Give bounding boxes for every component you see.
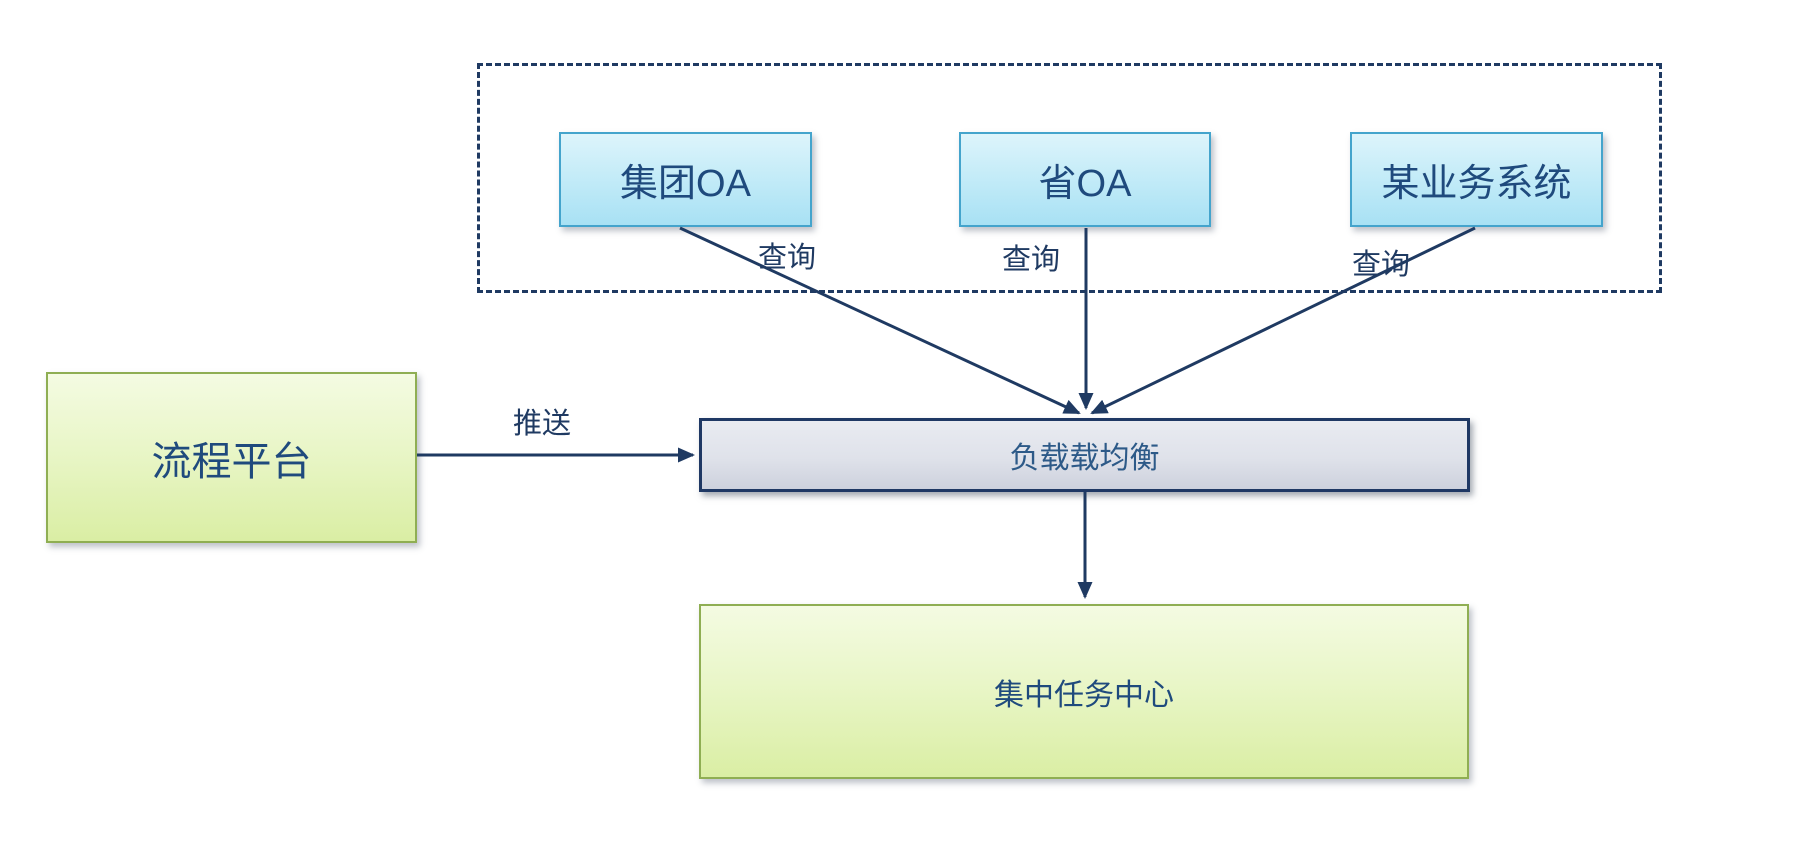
edge-label-query-group-oa: 查询 bbox=[757, 242, 817, 274]
node-group-oa-label: 集团OA bbox=[620, 163, 751, 205]
node-load-balancer-label: 负载载均衡 bbox=[1009, 442, 1160, 475]
node-task-center: 集中任务中心 bbox=[699, 604, 1469, 779]
node-group-oa: 集团OA bbox=[559, 132, 812, 227]
node-business-system-label: 某业务系统 bbox=[1381, 163, 1572, 205]
node-load-balancer: 负载载均衡 bbox=[699, 418, 1470, 492]
node-process-platform-label: 流程平台 bbox=[151, 439, 312, 484]
edge-label-query-province-oa: 查询 bbox=[1001, 244, 1061, 276]
node-task-center-label: 集中任务中心 bbox=[994, 678, 1174, 712]
node-process-platform: 流程平台 bbox=[46, 372, 417, 543]
node-province-oa-label: 省OA bbox=[1038, 163, 1132, 205]
node-business-system: 某业务系统 bbox=[1350, 132, 1603, 227]
edge-label-push: 推送 bbox=[512, 408, 572, 440]
node-province-oa: 省OA bbox=[959, 132, 1211, 227]
edge-label-query-business-system: 查询 bbox=[1351, 249, 1411, 281]
